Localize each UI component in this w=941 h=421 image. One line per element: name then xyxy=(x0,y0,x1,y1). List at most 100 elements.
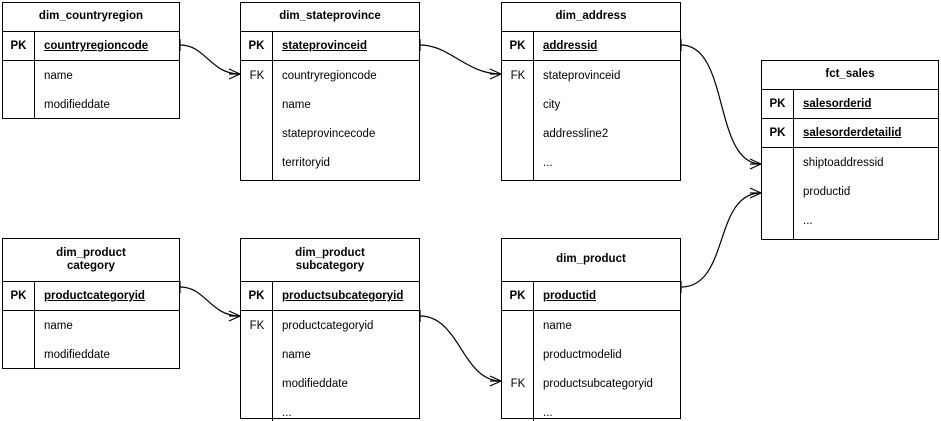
attribute-field[interactable]: ... xyxy=(543,406,553,419)
foreign-key-label: FK xyxy=(249,319,265,332)
key-label: PK xyxy=(3,32,35,60)
attribute-key-column xyxy=(762,148,794,239)
key-label: PK xyxy=(241,282,273,310)
attribute-field[interactable]: name xyxy=(282,348,311,361)
attribute-key-column xyxy=(3,311,35,369)
attribute-field[interactable]: modifieddate xyxy=(282,377,348,390)
cardinality-many-marker xyxy=(228,310,241,322)
primary-key-field: productcategoryid xyxy=(44,290,145,302)
attribute-field[interactable]: modifieddate xyxy=(44,98,110,111)
primary-key-field: salesorderid xyxy=(803,98,872,110)
cardinality-many-marker xyxy=(749,158,762,170)
primary-key-field: stateprovinceid xyxy=(282,40,367,52)
attribute-field[interactable]: productmodelid xyxy=(543,348,622,361)
key-label: PK xyxy=(502,282,534,310)
key-label: PK xyxy=(241,32,273,60)
attribute-block: name modifieddate xyxy=(3,61,179,119)
attribute-block: FK countryregioncode name stateprovincecode… xyxy=(241,61,419,180)
attribute-field[interactable]: shiptoaddressid xyxy=(803,156,884,169)
attribute-name-column: productcategoryid name modifieddate... xyxy=(273,311,419,421)
key-label: PK xyxy=(502,32,534,60)
key-label: PK xyxy=(762,119,794,147)
attribute-field[interactable]: stateprovinceid xyxy=(543,69,621,82)
attribute-name-column: shiptoaddressid productid... xyxy=(794,148,938,239)
primary-key-row[interactable]: PK productsubcategoryid xyxy=(241,282,419,311)
relationship-countryregion-to-stateprovince xyxy=(179,39,241,80)
primary-key-row[interactable]: PK productid xyxy=(502,282,680,311)
relationship-line xyxy=(419,315,502,382)
cardinality-many-marker xyxy=(749,187,762,199)
relationship-product-to-fctsales xyxy=(680,187,762,293)
primary-key-field: salesorderdetailid xyxy=(803,127,902,139)
entity-title: dim_address xyxy=(502,3,680,32)
attribute-field[interactable]: ... xyxy=(282,406,292,419)
primary-key-row[interactable]: PK addressid xyxy=(502,32,680,61)
attribute-field[interactable]: territoryid xyxy=(282,156,330,169)
attribute-field[interactable]: modifieddate xyxy=(44,348,110,361)
entity-title: dim_product category xyxy=(3,239,179,282)
attribute-field[interactable]: city xyxy=(543,98,561,111)
attribute-key-column xyxy=(3,61,35,119)
primary-key-field: productid xyxy=(543,290,597,302)
attribute-field[interactable]: name xyxy=(44,319,73,332)
primary-key-field: countryregioncode xyxy=(44,40,149,52)
attribute-field[interactable]: ... xyxy=(543,156,553,169)
attribute-field[interactable]: name xyxy=(44,69,73,82)
attribute-name-column: name modifieddate xyxy=(35,61,179,119)
relationship-line xyxy=(680,192,762,288)
primary-key-row[interactable]: PK salesorderdetailid xyxy=(762,119,938,148)
attribute-field[interactable]: addressline2 xyxy=(543,127,609,140)
attribute-field[interactable]: productcategoryid xyxy=(282,319,374,332)
primary-key-row[interactable]: PK countryregioncode xyxy=(3,32,179,61)
attribute-block: FK productcategoryid name modifieddate... xyxy=(241,311,419,421)
attribute-name-column: countryregioncode name stateprovincecode te… xyxy=(273,61,419,180)
foreign-key-label: FK xyxy=(510,69,526,82)
primary-key-row[interactable]: PK stateprovinceid xyxy=(241,32,419,61)
relationship-subcategory-to-product xyxy=(419,310,502,387)
primary-key-field: addressid xyxy=(543,40,598,52)
attribute-name-column: name productmodelid productsubcategoryid..… xyxy=(534,311,680,421)
entity-title: dim_product xyxy=(502,239,680,282)
attribute-name-column: name modifieddate xyxy=(35,311,179,369)
attribute-field[interactable]: productsubcategoryid xyxy=(543,377,653,390)
entity-title: dim_stateprovince xyxy=(241,3,419,32)
relationship-address-to-fctsales xyxy=(680,39,762,170)
foreign-key-label: FK xyxy=(249,69,265,82)
entity-title: fct_sales xyxy=(762,61,938,90)
attribute-key-column: FK xyxy=(502,311,534,421)
entity-title: dim_product subcategory xyxy=(241,239,419,282)
attribute-field[interactable]: countryregioncode xyxy=(282,69,377,82)
relationship-stateprovince-to-address xyxy=(419,39,502,80)
attribute-name-column: stateprovinceid city addressline2... xyxy=(534,61,680,180)
relationship-productcategory-to-subcategory xyxy=(179,281,241,322)
attribute-block: shiptoaddressid productid... xyxy=(762,148,938,239)
attribute-field[interactable]: stateprovincecode xyxy=(282,127,376,140)
relationship-line xyxy=(179,44,241,75)
attribute-field[interactable]: name xyxy=(543,319,572,332)
relationship-line xyxy=(179,286,241,317)
cardinality-many-marker xyxy=(489,375,502,387)
attribute-key-column: FK xyxy=(241,61,273,180)
primary-key-row[interactable]: PK salesorderid xyxy=(762,90,938,119)
attribute-key-column: FK xyxy=(502,61,534,180)
key-label: PK xyxy=(762,90,794,118)
attribute-field[interactable]: ... xyxy=(803,214,813,227)
attribute-field[interactable]: name xyxy=(282,98,311,111)
primary-key-field: productsubcategoryid xyxy=(282,290,404,302)
attribute-key-column: FK xyxy=(241,311,273,421)
cardinality-many-marker xyxy=(489,68,502,80)
attribute-block: name modifieddate xyxy=(3,311,179,369)
foreign-key-label: FK xyxy=(510,377,526,390)
attribute-field[interactable]: productid xyxy=(803,185,851,198)
attribute-block: FK name productmodelid productsubcategoryid… xyxy=(502,311,680,421)
cardinality-many-marker xyxy=(228,68,241,80)
